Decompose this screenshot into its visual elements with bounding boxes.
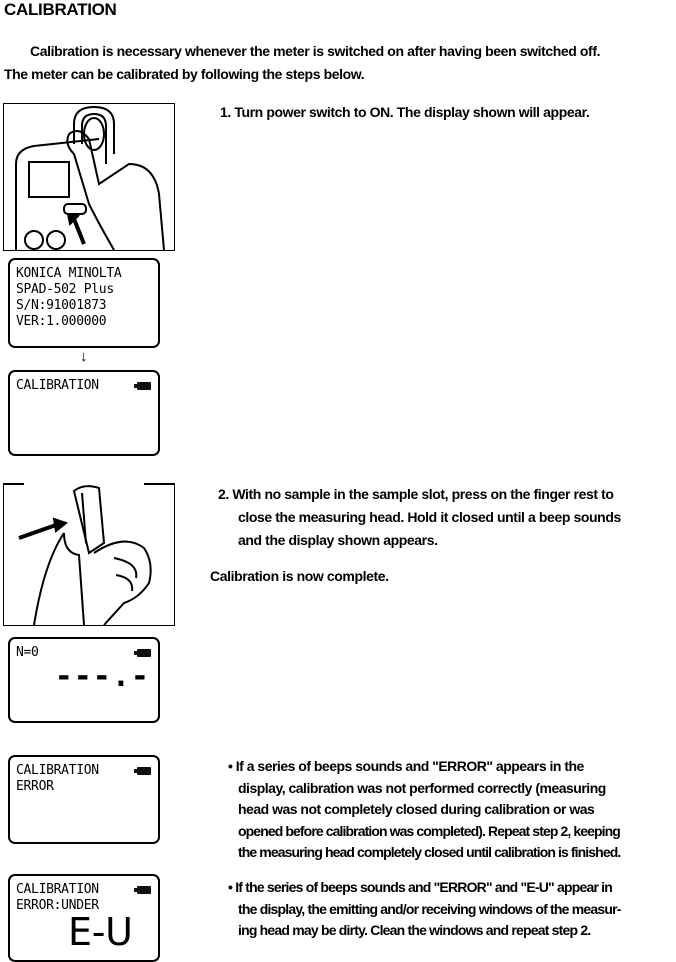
- display-line: CALIBRATION: [16, 882, 99, 897]
- display-line: ERROR: [16, 779, 54, 794]
- note-line: opened before calibration was completed)…: [238, 822, 621, 839]
- display-error: CALIBRATION ERROR: [8, 755, 160, 844]
- display-line: VER:1.000000: [16, 314, 107, 329]
- step1-text: 1. Turn power switch to ON. The display …: [220, 104, 590, 120]
- display-line: SPAD-502 Plus: [16, 282, 114, 297]
- note-line: head was not completely closed during ca…: [238, 801, 595, 817]
- battery-icon: [134, 767, 151, 775]
- note-line: display, calibration was not performed c…: [238, 779, 606, 796]
- intro-line-2: The meter can be calibrated by following…: [4, 66, 365, 82]
- intro-line-1: Calibration is necessary whenever the me…: [30, 43, 601, 59]
- step2-line-3: and the display shown appears.: [238, 532, 438, 548]
- note-line: • If the series of beeps sounds and "ERR…: [228, 879, 613, 895]
- note-line: • If a series of beeps sounds and "ERROR…: [228, 758, 584, 774]
- error-code: E-U: [68, 910, 133, 954]
- battery-icon: [134, 649, 151, 657]
- dirty-window-note: • If the series of beeps sounds and "ERR…: [228, 877, 672, 942]
- reading-value: ---.-: [54, 659, 150, 694]
- power-switch-illustration: [3, 103, 175, 251]
- note-line: the display, the emitting and/or receivi…: [238, 900, 621, 917]
- display-line: ERROR:UNDER: [16, 898, 99, 913]
- battery-icon: [134, 886, 151, 894]
- down-arrow-icon: ↓: [80, 348, 88, 365]
- note-line: ing head may be dirty. Clean the windows…: [238, 922, 591, 938]
- display-ready: N=0 ---.-: [8, 637, 160, 723]
- display-line: KONICA MINOLTA: [16, 266, 122, 281]
- note-line: the measuring head completely closed unt…: [238, 844, 621, 860]
- step2-line-1: 2. With no sample in the sample slot, pr…: [218, 486, 614, 502]
- step2-line-2: close the measuring head. Hold it closed…: [238, 509, 621, 525]
- measurement-count: N=0: [16, 645, 39, 660]
- display-line: CALIBRATION: [16, 378, 99, 393]
- calibration-complete-text: Calibration is now complete.: [210, 568, 389, 584]
- display-error-under: CALIBRATION ERROR:UNDER E-U: [8, 874, 160, 962]
- battery-icon: [134, 382, 151, 390]
- display-line: CALIBRATION: [16, 763, 99, 778]
- close-head-illustration: [3, 483, 175, 626]
- page-title: CALIBRATION: [4, 0, 117, 19]
- error-note: • If a series of beeps sounds and "ERROR…: [228, 756, 672, 864]
- display-calibration: CALIBRATION: [8, 370, 160, 456]
- display-startup: KONICA MINOLTA SPAD-502 Plus S/N:9100187…: [8, 258, 160, 348]
- display-line: S/N:91001873: [16, 298, 107, 313]
